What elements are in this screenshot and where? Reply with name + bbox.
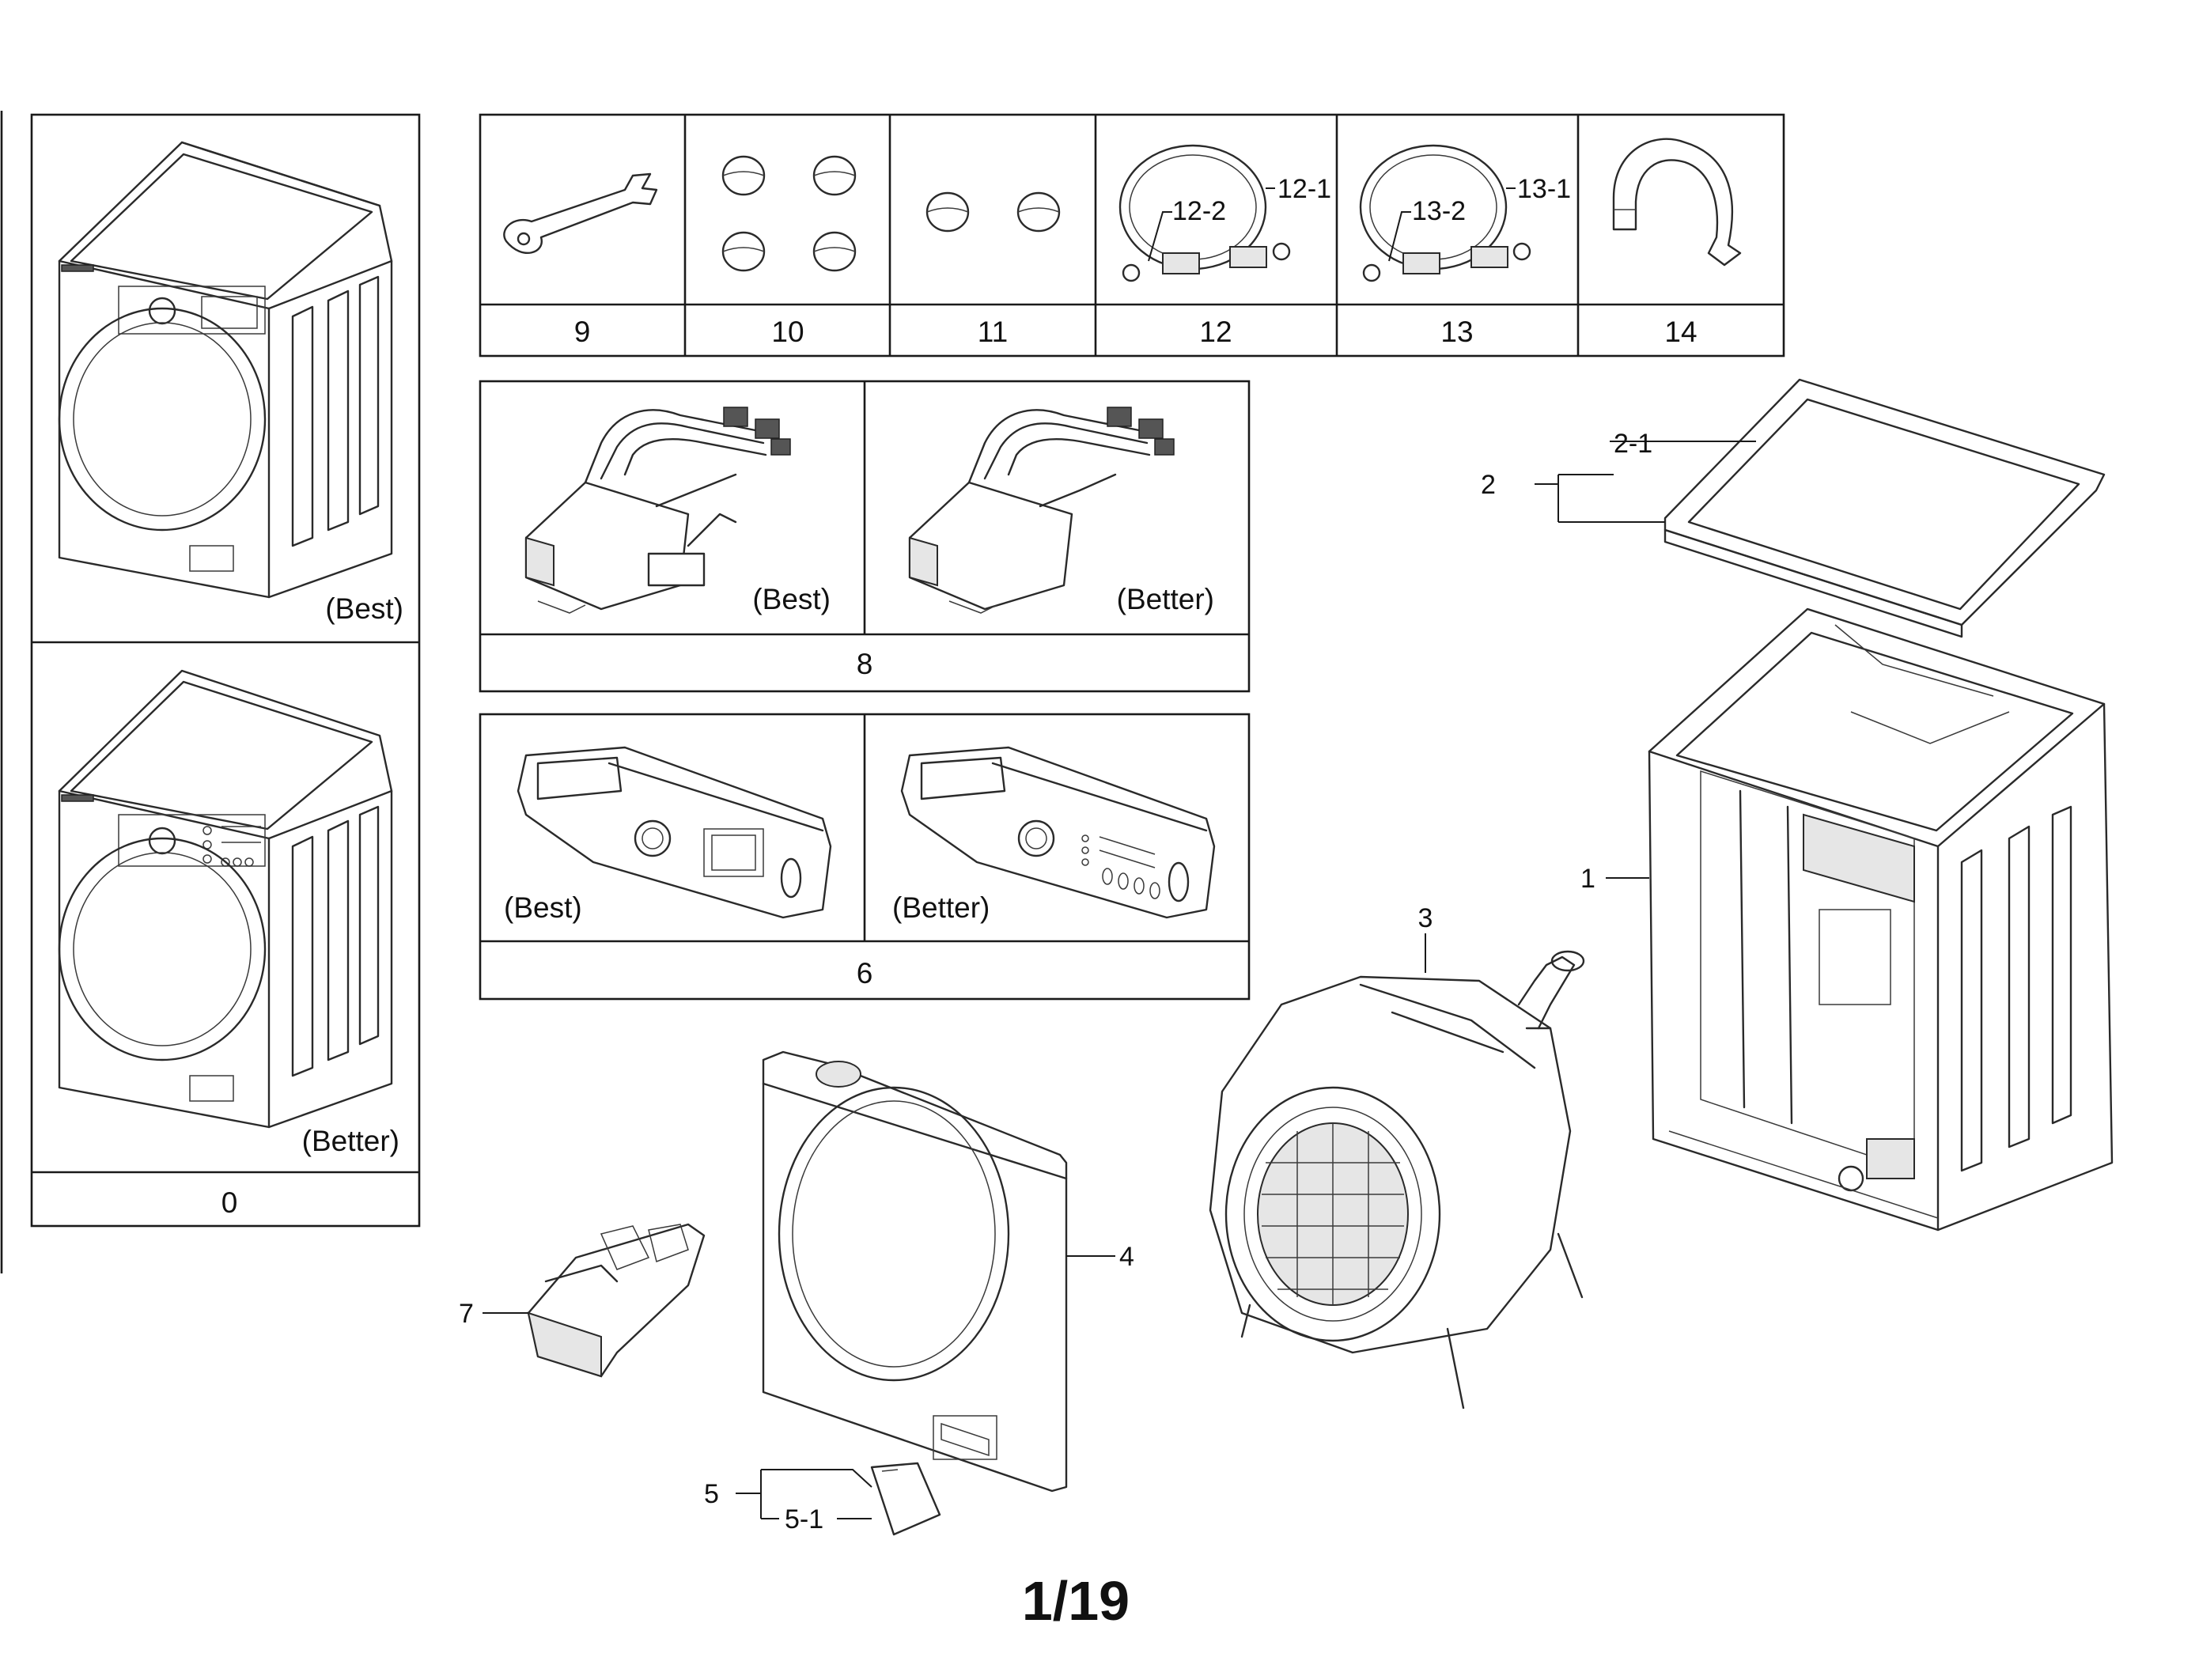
part-number-8: 8 — [857, 648, 873, 680]
part-number-13: 13 — [1440, 316, 1473, 348]
part-number-9: 9 — [574, 316, 591, 348]
callout-2-1: 2-1 — [1614, 429, 1652, 459]
washer-best-illustration — [58, 141, 393, 599]
page-number: 1/19 — [1022, 1570, 1130, 1632]
inlet-hose-part-12 — [1118, 144, 1291, 282]
top-cover-part-2 — [1663, 378, 2106, 638]
panel-8-better-label: (Better) — [1117, 583, 1214, 615]
inlet-hose-part-13 — [1359, 144, 1531, 282]
left-panel-part-0: (Best) (Better) 0 — [30, 113, 421, 1228]
callout-13-1: 13-1 — [1517, 174, 1571, 204]
part-number-14: 14 — [1664, 316, 1697, 348]
part-number-6: 6 — [857, 957, 873, 989]
part-number-0: 0 — [221, 1186, 238, 1219]
washer-better-illustration — [58, 669, 393, 1129]
control-panel-best — [517, 746, 832, 919]
wiring-harness-best — [524, 407, 791, 614]
accessories-table: 9 10 11 12-1 12-2 12 — [479, 113, 1785, 358]
part-number-12: 12 — [1199, 316, 1232, 348]
callout-2: 2 — [1481, 470, 1496, 500]
panel-part-6: (Best) (Better) 6 — [479, 713, 1251, 1001]
detergent-drawer-part-7 — [527, 1223, 706, 1378]
callout-3: 3 — [1418, 903, 1433, 933]
front-panel-part-4 — [762, 1050, 1068, 1493]
callout-2-leader — [1535, 441, 1756, 523]
panel-part-8: (Best) (Better) 8 — [479, 380, 1251, 693]
part-number-11: 11 — [978, 316, 1008, 348]
callout-5: 5 — [704, 1479, 719, 1509]
caps-set-part-10 — [721, 155, 857, 272]
part-number-10: 10 — [771, 316, 804, 348]
callout-1: 1 — [1580, 864, 1595, 894]
callout-5-1: 5-1 — [785, 1504, 823, 1534]
hose-guide-part-14 — [1612, 138, 1742, 267]
cabinet-frame-part-1 — [1648, 607, 2114, 1232]
tub-assembly-part-3 — [1209, 950, 1585, 1409]
callout-12-2: 12-2 — [1172, 196, 1226, 226]
caps-pair-part-11 — [925, 191, 1061, 233]
spanner-wrench-part-9 — [503, 172, 658, 254]
callout-7: 7 — [459, 1299, 474, 1329]
panel-8-best-label: (Best) — [752, 583, 831, 615]
callout-4: 4 — [1119, 1242, 1134, 1272]
variant-best-label: (Best) — [325, 592, 403, 625]
callout-5-leader — [736, 1469, 872, 1519]
panel-6-better-label: (Better) — [892, 891, 990, 924]
callout-13-2: 13-2 — [1412, 196, 1466, 226]
control-panel-better — [900, 746, 1216, 919]
wiring-harness-better — [908, 407, 1175, 614]
access-cover-part-5 — [870, 1462, 941, 1536]
panel-6-best-label: (Best) — [504, 891, 582, 924]
variant-better-label: (Better) — [302, 1125, 399, 1157]
callout-12-1: 12-1 — [1277, 174, 1331, 204]
